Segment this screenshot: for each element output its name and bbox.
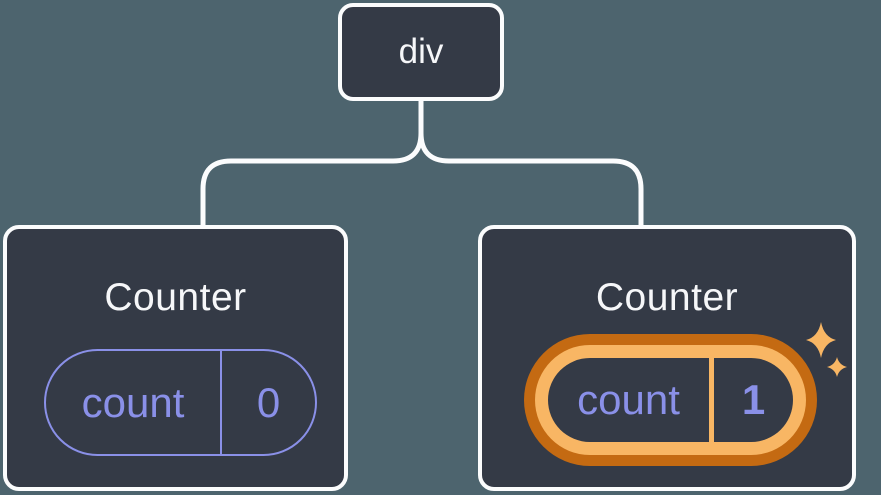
state-pill-highlight-ring: count 1 xyxy=(524,334,817,466)
state-key-cell: count xyxy=(548,358,714,442)
root-node-label: div xyxy=(398,32,444,71)
counter-title: Counter xyxy=(104,276,247,319)
state-value: 1 xyxy=(741,376,766,423)
state-key-label: count xyxy=(577,376,680,423)
state-value: 0 xyxy=(256,378,281,426)
counter-node-right: Counter count 1 xyxy=(478,225,856,491)
tree-root-node-div: div xyxy=(338,3,504,101)
state-pill: count 0 xyxy=(44,349,317,456)
counter-node-left: Counter count 0 xyxy=(3,225,348,491)
counter-title: Counter xyxy=(595,276,739,319)
state-key-label: count xyxy=(81,378,185,426)
state-key-cell: count xyxy=(46,351,222,454)
state-pill-highlight-ring-inner: count 1 xyxy=(535,345,806,455)
state-pill: count 1 xyxy=(548,358,793,442)
sparkles-icon xyxy=(806,322,847,377)
state-value-cell: 1 xyxy=(714,358,793,442)
state-value-cell: 0 xyxy=(222,351,315,454)
